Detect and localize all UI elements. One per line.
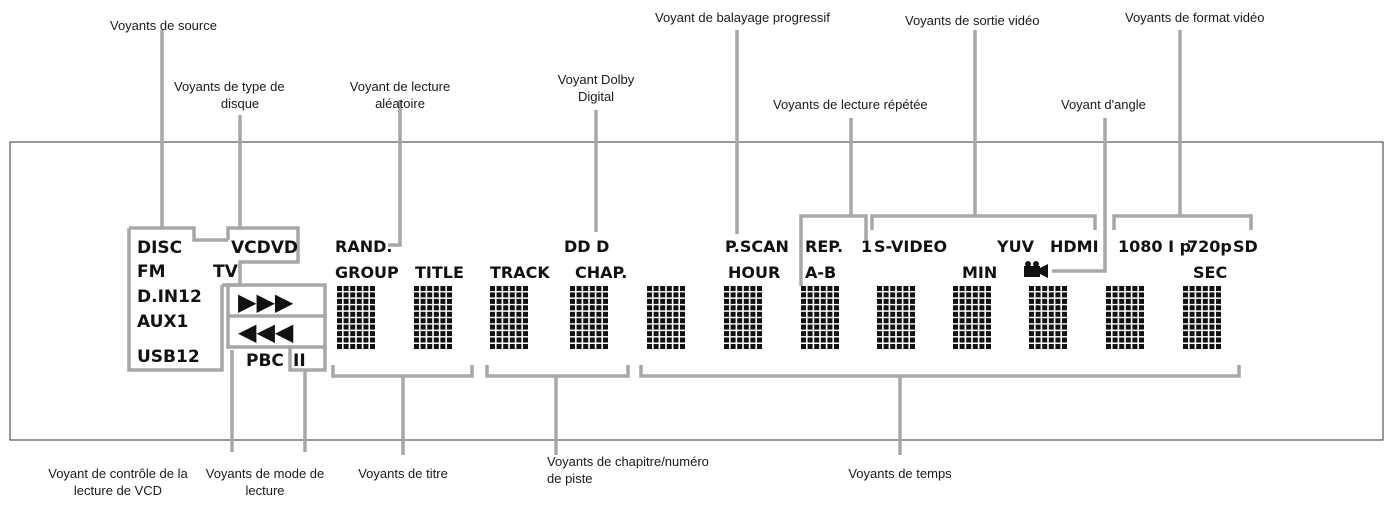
tv-indicator: TV (213, 262, 239, 282)
repeat-one-indicator: 1 (861, 237, 872, 256)
dot-matrix-cell (1183, 286, 1221, 349)
rewind-icon: ◀◀◀ (238, 318, 294, 346)
lcd-indicators: DISC VCDVD FM TV D.IN12 AUX1 USB12 ▶▶▶ ◀… (137, 237, 1258, 371)
camera-icon (1024, 261, 1048, 278)
dot-matrix-cell (724, 286, 762, 349)
angle-leader (1052, 118, 1107, 273)
callout-dolby-1: Voyant Dolby (558, 72, 635, 87)
callout-labels: Voyants de source Voyants de type de dis… (48, 10, 1264, 498)
hdmi-indicator: HDMI (1050, 237, 1099, 256)
dot-matrix-cell (490, 286, 528, 349)
fast-forward-icon: ▶▶▶ (238, 288, 294, 316)
random-leader (388, 100, 402, 247)
callout-title: Voyants de titre (358, 466, 448, 481)
min-indicator: MIN (962, 263, 997, 282)
dot-matrix-cell (1029, 286, 1067, 349)
dot-matrix-cell (647, 286, 685, 349)
pbc-indicator: PBC (246, 351, 284, 371)
rep-indicator: REP. (805, 237, 843, 256)
time-bracket (639, 365, 1241, 378)
format-1080-indicator: 1080 I p (1118, 237, 1191, 256)
callout-video-format: Voyants de format vidéo (1125, 10, 1264, 25)
vcdvd-indicator: VCDVD (231, 238, 298, 258)
dot-matrix-digits (337, 286, 1221, 349)
display-panel-frame (9, 141, 1384, 441)
usb-indicator: USB12 (137, 347, 200, 367)
dot-matrix-cell (414, 286, 452, 349)
rew-box (226, 316, 327, 349)
din-indicator: D.IN12 (137, 287, 202, 307)
callout-angle: Voyant d'angle (1061, 97, 1146, 112)
callout-vcd-control-2: lecture de VCD (74, 483, 162, 498)
title-indicator: TITLE (415, 263, 464, 282)
dot-matrix-cell (1106, 286, 1144, 349)
fm-indicator: FM (137, 262, 166, 282)
callout-dolby-2: Digital (578, 89, 614, 104)
callout-random-1: Voyant de lecture (350, 79, 450, 94)
callout-disc-type-1: Voyants de type de (174, 79, 285, 94)
aux-indicator: AUX1 (137, 312, 188, 332)
svideo-indicator: S-VIDEO (874, 237, 947, 256)
callout-time: Voyants de temps (848, 466, 952, 481)
callout-play-mode-1: Voyants de mode de (206, 466, 325, 481)
callout-random-2: aléatoire (375, 96, 425, 111)
callout-video-out: Voyants de sortie vidéo (905, 13, 1039, 28)
sd-indicator: SD (1233, 237, 1258, 256)
callout-chapter-1: Voyants de chapitre/numéro (547, 454, 709, 469)
callout-play-mode-2: lecture (245, 483, 284, 498)
source-bracket (127, 228, 224, 372)
leader-lines (127, 30, 1253, 455)
group-indicator: GROUP (335, 263, 399, 282)
dot-matrix-cell (570, 286, 608, 349)
pause-icon: II (293, 351, 306, 371)
callout-progressive: Voyant de balayage progressif (655, 10, 830, 25)
chapter-bracket (485, 365, 630, 378)
video-format-bracket (1112, 214, 1253, 230)
chap-indicator: CHAP. (575, 263, 627, 282)
sec-indicator: SEC (1193, 263, 1227, 282)
callout-disc-type-2: disque (221, 96, 259, 111)
callout-chapter-2: de piste (547, 471, 593, 486)
repeat-bracket (799, 214, 868, 286)
format-720p-indicator: 720p (1187, 237, 1232, 256)
hour-indicator: HOUR (728, 263, 780, 282)
track-indicator: TRACK (490, 263, 550, 282)
rand-indicator: RAND. (335, 237, 392, 256)
dot-matrix-cell (953, 286, 991, 349)
pause-box (288, 347, 327, 372)
disc-indicator: DISC (137, 238, 182, 258)
dolby-digital-icon: DD D (564, 237, 609, 256)
callout-repeat: Voyants de lecture répétée (773, 97, 928, 112)
yuv-indicator: YUV (996, 237, 1035, 256)
callout-vcd-control-1: Voyant de contrôle de la (48, 466, 188, 481)
dot-matrix-cell (337, 286, 375, 349)
title-bracket (331, 365, 474, 378)
ab-indicator: A-B (805, 263, 836, 282)
dot-matrix-cell (801, 286, 839, 349)
video-out-bracket (870, 214, 1097, 230)
dot-matrix-cell (877, 286, 915, 349)
pscan-indicator: P.SCAN (725, 237, 789, 256)
callout-source: Voyants de source (110, 18, 217, 33)
